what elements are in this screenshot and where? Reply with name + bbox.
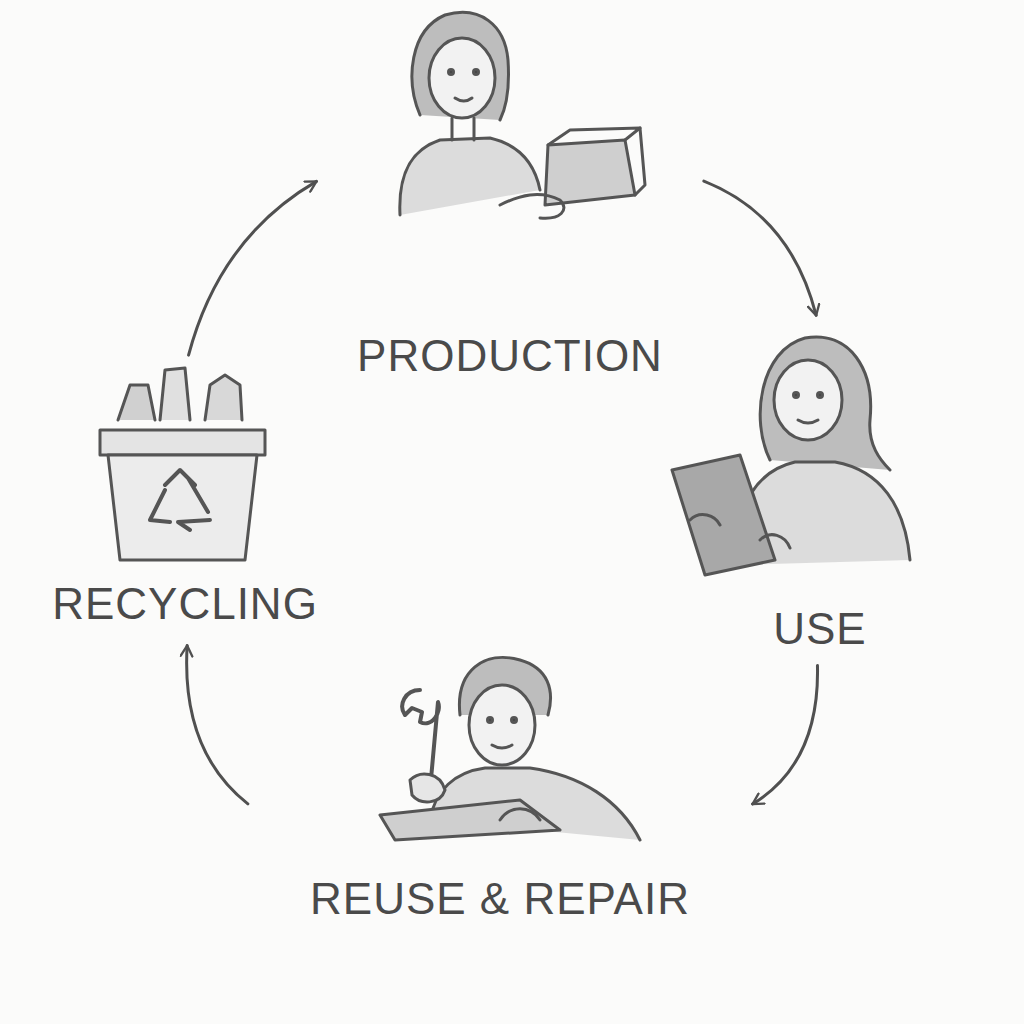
stage-label: RECYCLING xyxy=(30,580,340,628)
stage-label: USE xyxy=(670,605,970,653)
stage-node: USE xyxy=(670,320,970,660)
stage-node: REUSE & REPAIR xyxy=(250,650,750,940)
stage-label: PRODUCTION xyxy=(320,332,700,380)
cycle-arrow xyxy=(189,181,317,355)
stage-node: PRODUCTION xyxy=(320,10,700,380)
repair-figure xyxy=(380,657,640,840)
production-figure xyxy=(400,12,645,218)
stage-label: REUSE & REPAIR xyxy=(250,875,750,923)
cycle-arrow xyxy=(704,181,816,315)
cycle-arrow xyxy=(753,665,818,804)
cycle-arrow xyxy=(187,646,248,804)
use-figure xyxy=(672,337,910,575)
recycling-bin xyxy=(100,368,265,560)
stage-node: RECYCLING xyxy=(30,360,340,640)
